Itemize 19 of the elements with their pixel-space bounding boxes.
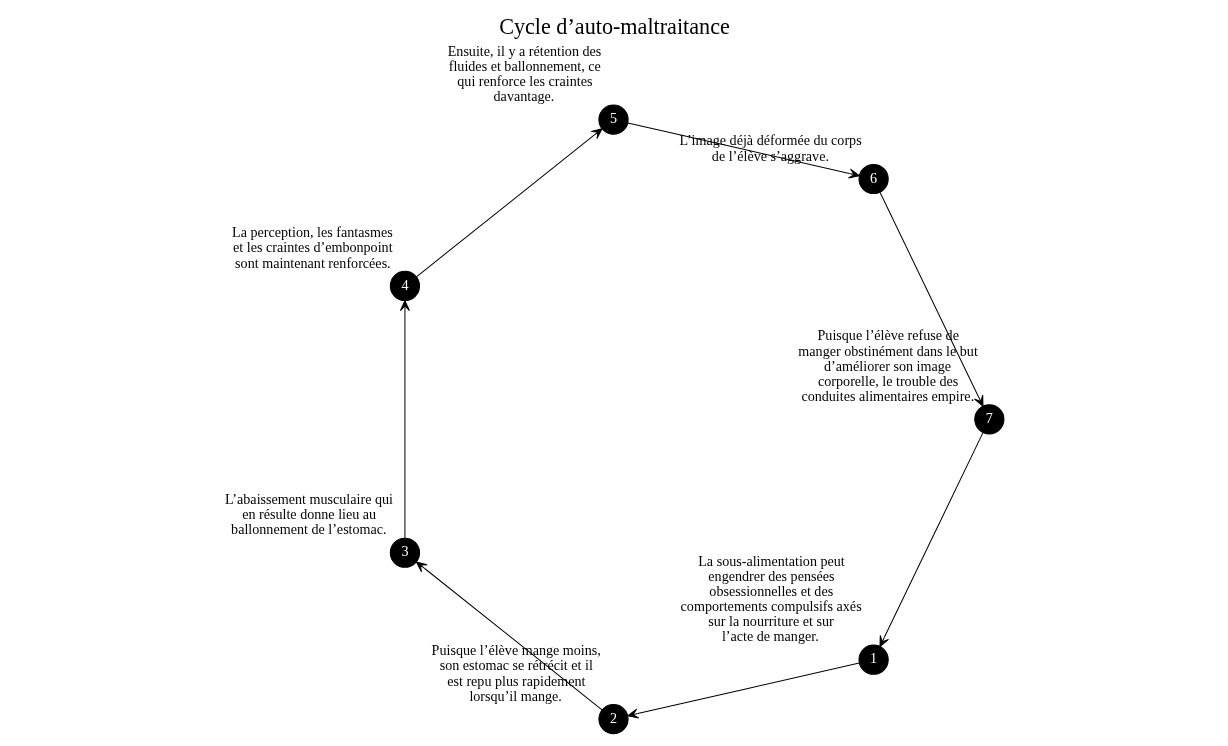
diagram-title: Cycle d’auto-maltraitance xyxy=(498,14,730,40)
node-circle: 2 xyxy=(597,703,629,735)
node-circle: 4 xyxy=(389,270,420,302)
arrow xyxy=(626,122,860,179)
node-circle: 7 xyxy=(973,404,1004,435)
node-label: La perception, les fantasmes et les craintes d’embonpoint sont maintenant renforcées. xyxy=(231,224,393,271)
node-circle: 6 xyxy=(858,163,889,195)
arrow xyxy=(415,128,603,278)
arrow xyxy=(878,432,983,647)
node-circle: 1 xyxy=(858,644,889,675)
arrow xyxy=(626,662,860,719)
node-circle: 5 xyxy=(597,104,629,135)
node-label: Ensuite, il y a rétention des fluides et ballonnement, ce qui renforce les craintes davantage. xyxy=(447,42,601,105)
node-label: La sous-alimentation peut engendrer des pensées obsessionnelles et des comportements compulsifs axés sur la nourriture et sur l’acte de manger. xyxy=(680,552,862,645)
arrow xyxy=(879,191,983,407)
arrow xyxy=(415,561,602,711)
node-label: L’abaissement musculaire qui en résulte donne lieu au ballonnement de l’estomac. xyxy=(224,491,393,538)
node-circle: 3 xyxy=(389,537,420,568)
arrow xyxy=(399,300,410,539)
